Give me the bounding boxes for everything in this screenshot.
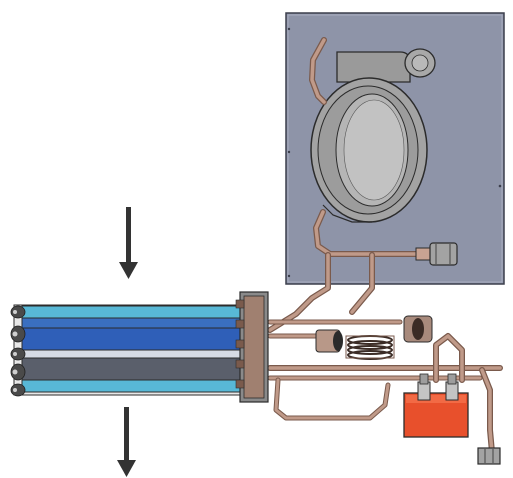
control-valve [403, 373, 469, 438]
evaporator-coil [10, 291, 269, 403]
expansion-coil [345, 335, 395, 360]
connection-fitting [415, 242, 458, 266]
airflow-out-arrow [117, 407, 136, 477]
airflow-in-arrow [119, 207, 138, 279]
hex-nut-fitting [477, 447, 501, 465]
sight-glass [315, 315, 433, 353]
compressor [310, 48, 436, 223]
